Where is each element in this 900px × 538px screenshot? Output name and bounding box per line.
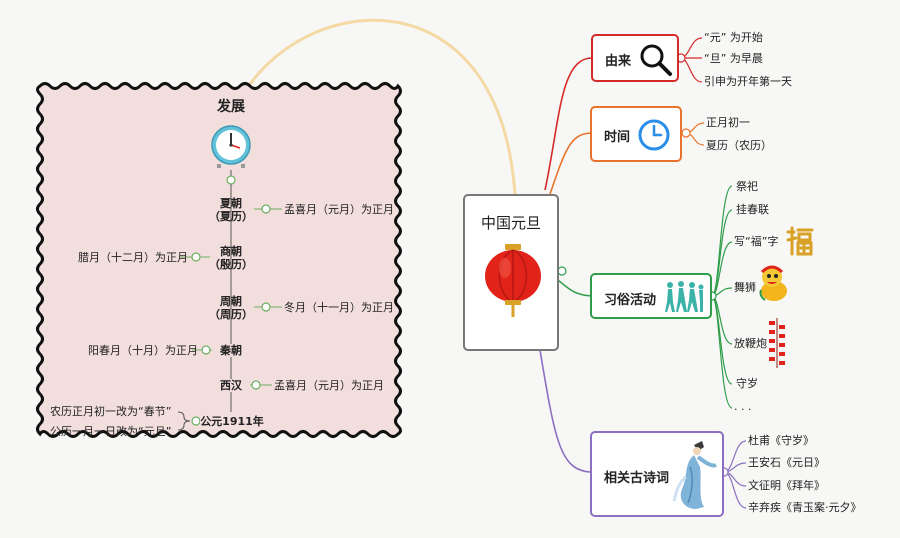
dynasty-note: 腊月（十二月）为正月: [78, 251, 188, 264]
center-title: 中国元旦: [481, 214, 542, 232]
customs-item: 守岁: [736, 377, 758, 390]
ancient-poet-icon: [672, 441, 717, 509]
branch-customs[interactable]: 习俗活动: [590, 273, 712, 319]
customs-item: 挂春联: [736, 203, 769, 216]
development-frame: [36, 82, 402, 438]
dynasty-note: 冬月（十一月）为正月: [284, 301, 394, 314]
time-item: 正月初一: [706, 116, 750, 129]
dynasty-zhou: 周朝 （周历）: [209, 295, 253, 321]
dynasty-western-han: 西汉: [212, 379, 250, 392]
fu-character-icon: [786, 226, 814, 256]
firecracker-icon: [769, 318, 785, 368]
development-title: 发展: [217, 99, 245, 115]
customs-item: 舞狮: [734, 281, 756, 294]
dynasty-xia: 夏朝 （夏历）: [209, 197, 253, 223]
red-lantern-icon: [485, 244, 541, 317]
customs-item: 祭祀: [736, 180, 758, 193]
dynasty-note: 孟喜月（元月）为正月: [284, 203, 394, 216]
dynasty-note: 公历一月一日改为“元旦”: [50, 425, 172, 438]
customs-item: 放鞭炮: [734, 337, 767, 350]
magnifier-icon: [640, 44, 672, 76]
origin-item: “旦” 为早晨: [704, 52, 763, 65]
branch-origin[interactable]: 由来: [591, 34, 679, 82]
lion-dance-icon: [759, 265, 787, 301]
poem-item: 王安石《元日》: [748, 456, 825, 469]
time-item: 夏历（农历）: [706, 139, 772, 152]
branch-time-label: 时间: [604, 130, 631, 145]
branch-origin-label: 由来: [605, 54, 632, 69]
dancers-icon: [665, 281, 704, 312]
dynasty-note: 阳春月（十月）为正月: [88, 344, 198, 357]
poem-item: 辛弃疾《青玉案·元夕》: [748, 501, 862, 514]
origin-item: 引申为开年第一天: [704, 75, 792, 88]
poem-item: 杜甫《守岁》: [748, 434, 814, 447]
customs-item: · · ·: [734, 403, 752, 416]
origin-item: “元” 为开始: [704, 31, 763, 44]
clock-icon: [638, 119, 670, 151]
dynasty-note: 孟喜月（元月）为正月: [274, 379, 384, 392]
dynasty-1911: 公元1911年: [200, 415, 264, 428]
branch-customs-label: 习俗活动: [604, 293, 657, 308]
dynasty-note: 农历正月初一改为“春节”: [50, 405, 172, 418]
branch-time[interactable]: 时间: [590, 106, 682, 162]
center-node[interactable]: 中国元旦: [463, 194, 559, 351]
poem-item: 文征明《拜年》: [748, 479, 825, 492]
customs-item: 写“福”字: [734, 235, 779, 248]
branch-poems-label: 相关古诗词: [604, 471, 670, 486]
dynasty-qin: 秦朝: [212, 344, 250, 357]
clock-icon: [211, 125, 251, 168]
dynasty-shang: 商朝 （殷历）: [209, 245, 253, 271]
branch-poems[interactable]: 相关古诗词: [590, 431, 724, 517]
